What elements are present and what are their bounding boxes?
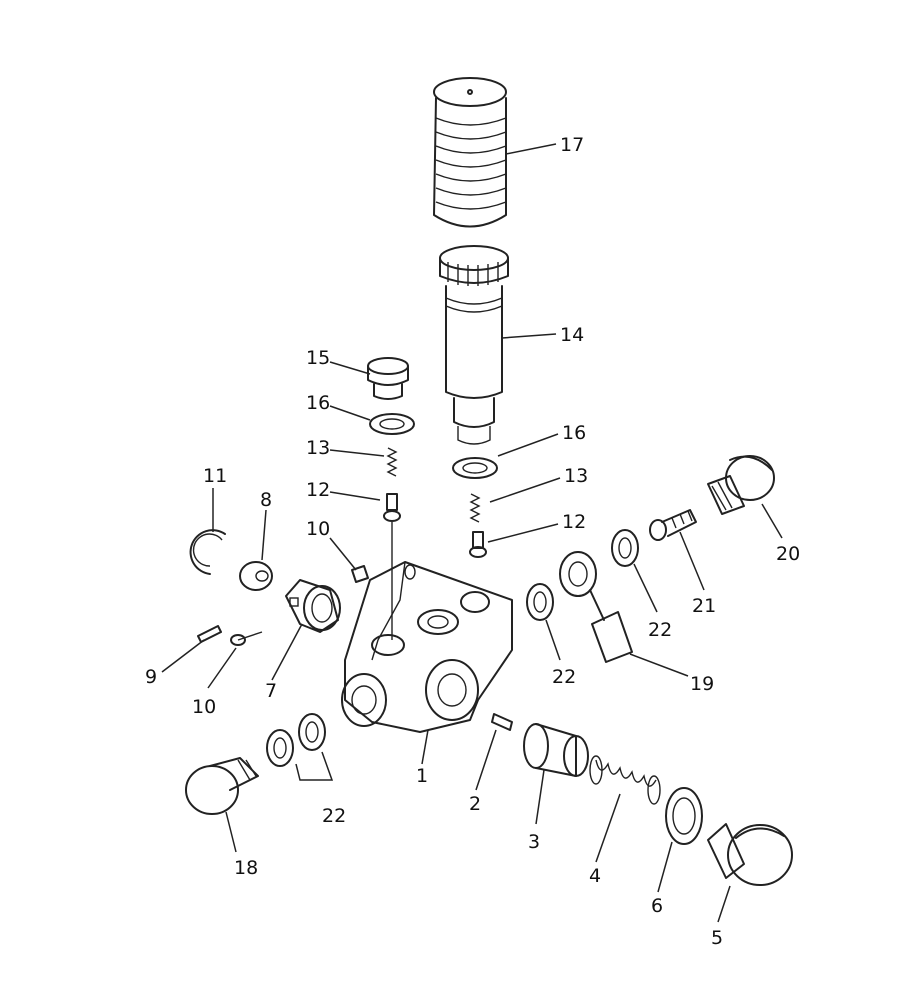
leader-lines bbox=[161, 143, 783, 923]
label-13-right: 13 bbox=[564, 465, 588, 487]
label-6: 6 bbox=[651, 895, 663, 917]
label-15: 15 bbox=[306, 347, 330, 369]
label-18: 18 bbox=[234, 857, 258, 879]
label-10-upper: 10 bbox=[306, 518, 330, 540]
part-11-snap-ring bbox=[189, 529, 226, 575]
part-12-valve-left bbox=[383, 493, 401, 522]
part-1-pump-body bbox=[341, 561, 513, 733]
label-20: 20 bbox=[776, 543, 800, 565]
label-22-pair: 22 bbox=[322, 805, 346, 827]
part-22-gasket-right bbox=[611, 529, 639, 567]
label-19: 19 bbox=[690, 673, 714, 695]
part-15-plug bbox=[367, 357, 409, 400]
label-1: 1 bbox=[416, 765, 428, 787]
label-17: 17 bbox=[560, 134, 584, 156]
label-13-left: 13 bbox=[306, 437, 330, 459]
label-5: 5 bbox=[711, 927, 723, 949]
callout-labels: 17 14 15 16 16 13 13 12 12 11 8 10 9 10 … bbox=[145, 134, 800, 949]
part-4-spring bbox=[589, 755, 661, 805]
part-12-valve-right bbox=[469, 531, 487, 558]
label-16-left: 16 bbox=[306, 392, 330, 414]
part-10-key-upper bbox=[351, 565, 369, 583]
part-22-gasket-mid bbox=[526, 583, 554, 621]
part-16-washer-right bbox=[452, 457, 498, 479]
label-8: 8 bbox=[260, 489, 272, 511]
part-17-boot bbox=[433, 77, 507, 228]
part-19-banjo-fitting bbox=[559, 551, 633, 663]
part-10-key-lower bbox=[230, 631, 263, 646]
label-16-right: 16 bbox=[562, 422, 586, 444]
label-10-lower: 10 bbox=[192, 696, 216, 718]
label-22-right: 22 bbox=[648, 619, 672, 641]
label-14: 14 bbox=[560, 324, 584, 346]
part-20-cap-bolt bbox=[707, 455, 775, 515]
part-18-bolt bbox=[185, 757, 259, 815]
part-22-gasket-pair bbox=[266, 713, 326, 767]
part-3-sleeve bbox=[523, 723, 589, 777]
label-12-left: 12 bbox=[306, 479, 330, 501]
label-12-right: 12 bbox=[562, 511, 586, 533]
part-8-roller bbox=[239, 561, 273, 591]
label-21: 21 bbox=[692, 595, 716, 617]
label-11: 11 bbox=[203, 465, 227, 487]
part-16-washer-left bbox=[369, 413, 415, 435]
part-13-spring-left bbox=[386, 447, 398, 477]
label-4: 4 bbox=[589, 865, 601, 887]
label-9: 9 bbox=[145, 666, 157, 688]
part-13-spring-right bbox=[469, 493, 481, 523]
part-21-bolt bbox=[649, 509, 697, 541]
label-7: 7 bbox=[265, 680, 277, 702]
part-2-pin bbox=[491, 713, 513, 731]
part-6-washer bbox=[665, 787, 703, 845]
label-3: 3 bbox=[528, 831, 540, 853]
part-14-pump-plunger bbox=[439, 245, 509, 445]
part-7-tappet bbox=[285, 579, 341, 633]
label-2: 2 bbox=[469, 793, 481, 815]
part-9-pin bbox=[197, 625, 222, 643]
part-5-plug bbox=[707, 823, 793, 886]
label-22-mid: 22 bbox=[552, 666, 576, 688]
